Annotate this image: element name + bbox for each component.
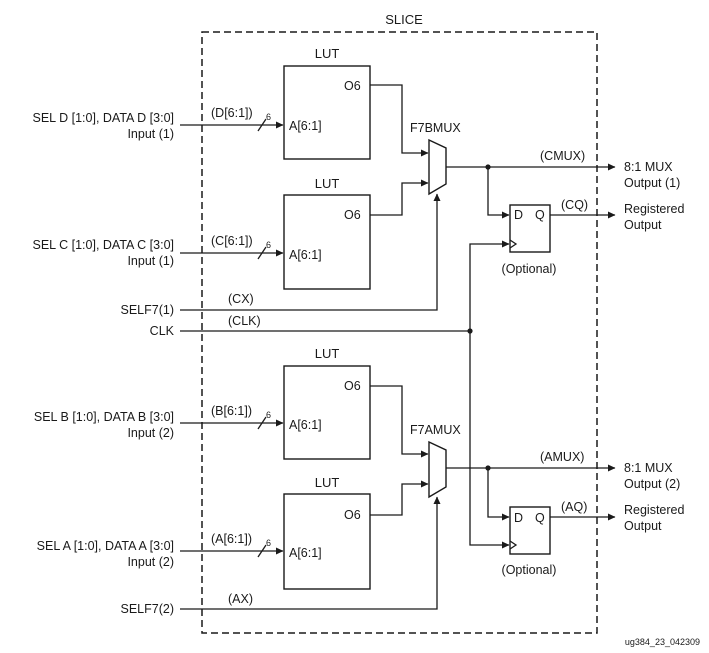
lut-d: LUT O6 A[6:1] 6 (D[6:1]) SEL D [1:0], DA…	[33, 46, 371, 160]
flipflop-aq-clock-symbol	[509, 540, 518, 550]
cx-select-wire	[180, 193, 441, 311]
lut-c-bus-width: 6	[266, 240, 271, 250]
f7bmux-label: F7BMUX	[410, 121, 461, 135]
lut-b-bus-name: (B[6:1])	[211, 404, 252, 418]
clk-input-label: CLK	[150, 324, 175, 338]
lut-c-title: LUT	[315, 176, 340, 191]
flipflop-aq-d: D	[514, 511, 523, 525]
flipflop-aq: D Q (AQ) Registered Output (Optional)	[487, 468, 684, 577]
lut-a-to-f7amux-wire	[370, 480, 429, 516]
ax-select-wire	[180, 496, 441, 610]
lut-a-bus-width: 6	[266, 538, 271, 548]
flipflop-cq: D Q (CQ) Registered Output (Optional)	[487, 167, 684, 276]
aq-out-label: Registered	[624, 503, 684, 517]
amux-out-sub: Output (2)	[624, 477, 680, 491]
lut-c-bus-slash	[257, 246, 267, 260]
cmux-to-ff-d-wire	[487, 167, 510, 219]
lut-b: LUT O6 A[6:1] 6 (B[6:1]) SEL B [1:0], DA…	[34, 346, 371, 460]
lut-a: LUT O6 A[6:1] 6 (A[6:1]) SEL A [1:0], DA…	[37, 475, 371, 590]
lut-b-a61: A[6:1]	[289, 418, 322, 432]
lut-b-box	[283, 365, 371, 460]
lut-a-input-label: SEL A [1:0], DATA A [3:0]	[37, 539, 174, 553]
ax-net-label: (AX)	[228, 592, 253, 606]
flipflop-cq-d: D	[514, 208, 523, 222]
lut-b-input-sub: Input (2)	[127, 426, 174, 440]
f7bmux: F7BMUX SELF7(1) (CX) (CMUX) 8:1 MUX Outp…	[121, 84, 680, 317]
lut-b-input-label: SEL B [1:0], DATA B [3:0]	[34, 410, 174, 424]
lut-c-input-sub: Input (1)	[127, 254, 174, 268]
lut-d-o6: O6	[344, 79, 361, 93]
lut-d-bus-width: 6	[266, 112, 271, 122]
cq-net-label: (CQ)	[561, 198, 588, 212]
flipflop-cq-clock-symbol	[509, 239, 518, 249]
lut-d-box	[283, 65, 371, 160]
slice-boundary	[201, 31, 598, 634]
cmux-out-sub: Output (1)	[624, 176, 680, 190]
self7-2-label: SELF7(2)	[121, 602, 175, 616]
flipflop-aq-optional: (Optional)	[502, 563, 557, 577]
lut-a-input-sub: Input (2)	[127, 555, 174, 569]
lut-a-title: LUT	[315, 475, 340, 490]
lut-c-a61: A[6:1]	[289, 248, 322, 262]
lut-a-box	[283, 493, 371, 590]
amux-net-label: (AMUX)	[540, 450, 584, 464]
cq-out-sub: Output	[624, 218, 662, 232]
flipflop-aq-box	[509, 506, 551, 555]
lut-b-o6: O6	[344, 379, 361, 393]
f7amux-shape	[428, 440, 447, 499]
lut-d-input-sub: Input (1)	[127, 127, 174, 141]
cx-net-label: (CX)	[228, 292, 254, 306]
cq-out-label: Registered	[624, 202, 684, 216]
lut-c: LUT O6 A[6:1] 6 (C[6:1]) SEL C [1:0], DA…	[33, 176, 371, 290]
lut-d-bus-name: (D[6:1])	[211, 106, 253, 120]
lut-c-bus-name: (C[6:1])	[211, 234, 253, 248]
lut-d-title: LUT	[315, 46, 340, 61]
lut-d-input-label: SEL D [1:0], DATA D [3:0]	[33, 111, 175, 125]
clock-net: CLK (CLK)	[150, 240, 510, 549]
lut-d-to-f7bmux-wire	[370, 84, 429, 157]
lut-b-to-f7amux-wire	[370, 385, 429, 458]
flipflop-aq-q: Q	[535, 511, 545, 525]
amux-to-ff-d-wire	[487, 468, 510, 521]
clk-net-label: (CLK)	[228, 314, 261, 328]
lut-a-a61: A[6:1]	[289, 546, 322, 560]
aq-out-sub: Output	[624, 519, 662, 533]
lut-c-o6: O6	[344, 208, 361, 222]
flipflop-cq-optional: (Optional)	[502, 262, 557, 276]
amux-out-label: 8:1 MUX	[624, 461, 673, 475]
f7amux: F7AMUX SELF7(2) (AX) (AMUX) 8:1 MUX Outp…	[121, 385, 680, 616]
lut-b-bus-slash	[257, 416, 267, 430]
lut-b-bus-width: 6	[266, 410, 271, 420]
f7amux-label: F7AMUX	[410, 423, 461, 437]
lut-c-box	[283, 194, 371, 290]
lut-d-bus-slash	[257, 118, 267, 132]
lut-b-title: LUT	[315, 346, 340, 361]
lut-d-a61: A[6:1]	[289, 119, 322, 133]
cmux-net-label: (CMUX)	[540, 149, 585, 163]
lut-c-input-label: SEL C [1:0], DATA C [3:0]	[33, 238, 175, 252]
aq-net-label: (AQ)	[561, 500, 587, 514]
self7-1-label: SELF7(1)	[121, 303, 175, 317]
lut-c-to-f7bmux-wire	[370, 179, 429, 216]
slice-label: SLICE	[385, 12, 423, 27]
flipflop-cq-q: Q	[535, 208, 545, 222]
f7bmux-shape	[428, 138, 447, 196]
clk-to-ff-aq-wire	[469, 331, 510, 549]
cmux-out-label: 8:1 MUX	[624, 160, 673, 174]
figure-id: ug384_23_042309	[625, 637, 700, 647]
lut-a-bus-slash	[257, 544, 267, 558]
lut-a-o6: O6	[344, 508, 361, 522]
clk-to-ff-cq-wire	[469, 240, 510, 331]
lut-a-bus-name: (A[6:1])	[211, 532, 252, 546]
